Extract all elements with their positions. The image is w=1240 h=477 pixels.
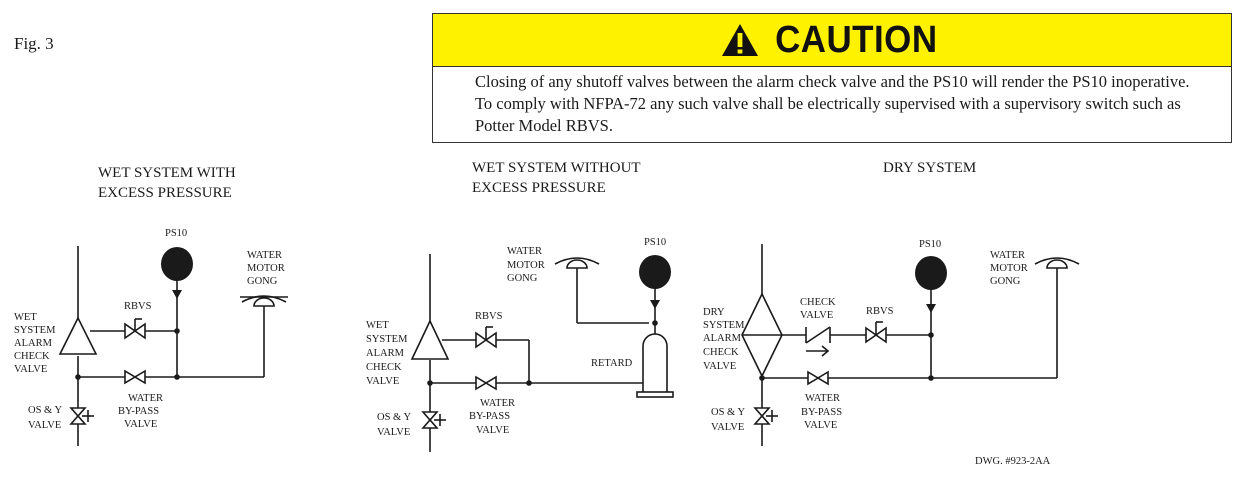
dry-ps10-label: PS10 [919, 239, 941, 250]
wet-excess-osy-label-1: OS & Y [28, 405, 62, 416]
dry-alarm-label-5: VALVE [703, 361, 736, 372]
wet-no-excess-bypass-label-3: VALVE [476, 425, 509, 436]
wet-excess-diagram [58, 246, 288, 446]
wet-no-excess-ps10-switch [639, 255, 671, 289]
wet-no-excess-alarm-label-3: ALARM [366, 348, 405, 359]
wet-excess-bypass-valve [124, 369, 146, 385]
wet-no-excess-gong-label-1: WATER [507, 246, 542, 257]
dry-diagram [741, 244, 1080, 446]
wet-no-excess-osy-valve [421, 411, 446, 429]
caution-box: CAUTION Closing of any shutoff valves be… [432, 13, 1232, 143]
wet-no-excess-alarm-label-5: VALVE [366, 376, 399, 387]
wet-excess-heading: WET SYSTEM WITH EXCESS PRESSURE [98, 163, 236, 203]
wet-excess-gong-label-2: MOTOR [247, 263, 285, 274]
wet-excess-osy-valve [69, 407, 94, 425]
caution-header: CAUTION [433, 14, 1231, 67]
dry-alarm-label-3: ALARM [703, 333, 742, 344]
wet-excess-alarm-label-2: SYSTEM [14, 325, 56, 336]
dry-osy-label-1: OS & Y [711, 407, 745, 418]
dry-bypass-label-3: VALVE [804, 420, 837, 431]
wet-no-excess-heading: WET SYSTEM WITHOUT EXCESS PRESSURE [472, 158, 641, 198]
wet-no-excess-rbvs-label: RBVS [475, 311, 503, 322]
wet-excess-gong-label-3: GONG [247, 276, 278, 287]
dry-bypass-label-1: WATER [805, 393, 840, 404]
wet-no-excess-gong-label-3: GONG [507, 273, 538, 284]
wet-excess-ps10-label: PS10 [165, 228, 187, 239]
dry-osy-label-2: VALVE [711, 422, 744, 433]
wet-excess-alarm-check-valve [58, 316, 98, 355]
wet-excess-bypass-label-1: WATER [128, 393, 163, 404]
wet-excess-water-motor-gong [240, 295, 288, 307]
dry-rbvs-valve [865, 321, 887, 344]
caution-text: Closing of any shutoff valves between th… [475, 72, 1190, 135]
dry-alarm-label-2: SYSTEM [703, 320, 745, 331]
wet-excess-alarm-label-5: VALVE [14, 364, 47, 375]
dry-rbvs-label: RBVS [866, 306, 894, 317]
dry-water-motor-gong [1034, 257, 1080, 269]
wet-no-excess-ps10-label: PS10 [644, 237, 666, 248]
dry-alarm-label-1: DRY [703, 307, 725, 318]
wet-no-excess-osy-label-2: VALVE [377, 427, 410, 438]
wet-no-excess-osy-label-1: OS & Y [377, 412, 411, 423]
wet-no-excess-rbvs-valve [475, 326, 497, 349]
dry-check-label-1: CHECK [800, 297, 836, 308]
dry-heading: DRY SYSTEM [883, 160, 977, 176]
wet-excess-heading-line-2: EXCESS PRESSURE [98, 185, 232, 201]
dry-check-valve [805, 326, 831, 357]
wet-no-excess-alarm-check-valve [410, 319, 450, 360]
dry-gong-label-2: MOTOR [990, 263, 1028, 274]
wet-excess-bypass-label-3: VALVE [124, 419, 157, 430]
wet-no-excess-heading-line-2: EXCESS PRESSURE [472, 180, 606, 196]
wet-excess-ps10-switch [161, 247, 193, 281]
wet-excess-alarm-label-1: WET [14, 312, 37, 323]
wet-no-excess-bypass-label-2: BY-PASS [469, 411, 510, 422]
wet-no-excess-bypass-valve [475, 375, 497, 391]
wet-no-excess-diagram [410, 254, 674, 452]
wet-no-excess-water-motor-gong [554, 257, 600, 269]
wet-no-excess-retard-label: RETARD [591, 358, 633, 369]
dry-check-label-2: VALVE [800, 310, 833, 321]
dry-gong-label-3: GONG [990, 276, 1021, 287]
wet-no-excess-alarm-label-2: SYSTEM [366, 334, 408, 345]
wet-no-excess-bypass-label-1: WATER [480, 398, 515, 409]
dry-bypass-valve [807, 370, 829, 386]
wet-no-excess-retard-chamber [636, 333, 674, 398]
wet-no-excess-heading-line-1: WET SYSTEM WITHOUT [472, 160, 641, 176]
wet-excess-osy-label-2: VALVE [28, 420, 61, 431]
dry-bypass-label-2: BY-PASS [801, 407, 842, 418]
warning-icon [721, 24, 758, 56]
wet-no-excess-alarm-label-4: CHECK [366, 362, 402, 373]
drawing-number: DWG. #923-2AA [975, 456, 1051, 467]
dry-ps10-switch [915, 256, 947, 290]
wet-excess-alarm-label-3: ALARM [14, 338, 53, 349]
wet-excess-rbvs-valve [124, 318, 146, 340]
dry-alarm-label-4: CHECK [703, 347, 739, 358]
wet-excess-alarm-label-4: CHECK [14, 351, 50, 362]
wet-excess-heading-line-1: WET SYSTEM WITH [98, 165, 236, 181]
figure-label: Fig. 3 [14, 34, 54, 53]
wet-no-excess-gong-label-2: MOTOR [507, 260, 545, 271]
caution-title: CAUTION [774, 18, 938, 61]
wet-excess-rbvs-label: RBVS [124, 301, 152, 312]
wet-excess-gong-label-1: WATER [247, 250, 282, 261]
wet-no-excess-alarm-label-1: WET [366, 320, 389, 331]
wet-excess-bypass-label-2: BY-PASS [118, 406, 159, 417]
dry-osy-valve [753, 407, 778, 425]
dry-gong-label-1: WATER [990, 250, 1025, 261]
